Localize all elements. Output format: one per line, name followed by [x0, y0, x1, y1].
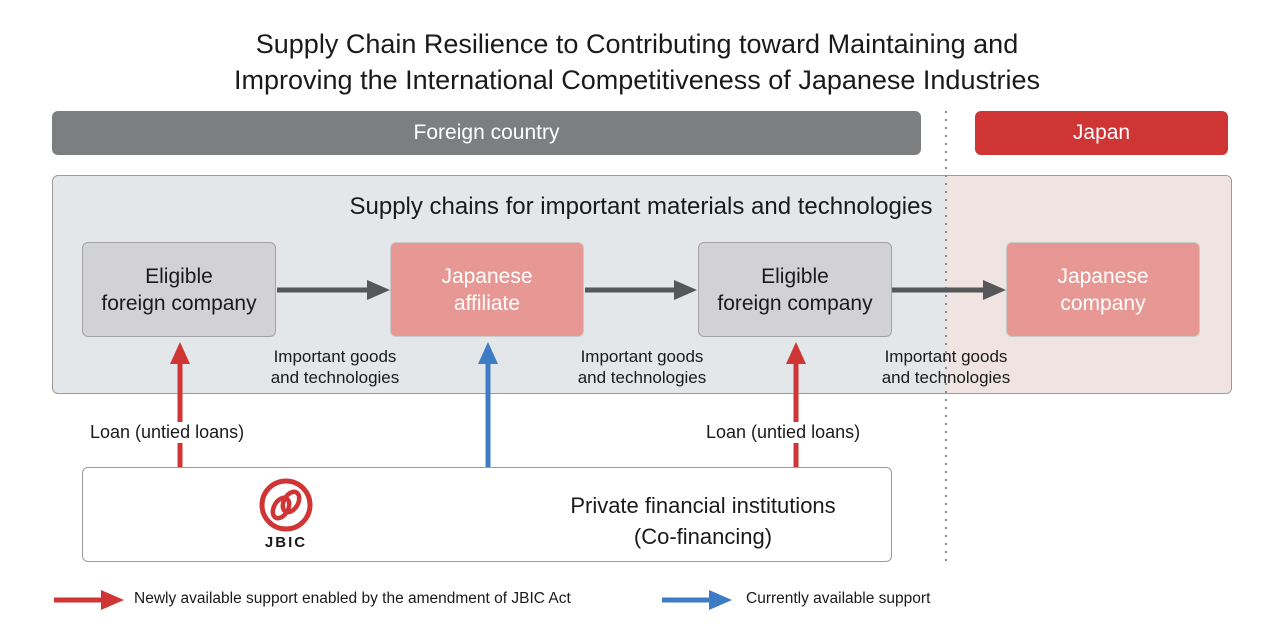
financiers-box: JBIC Private financial institutions (Co-…	[82, 467, 892, 562]
jbic-logo-text: JBIC	[264, 534, 308, 551]
legend-new-support-text: Newly available support enabled by the a…	[134, 590, 571, 607]
jbic-logo: JBIC	[253, 478, 319, 552]
legend-blue-arrow	[662, 590, 732, 610]
title-line-2: Improving the International Competitiven…	[234, 65, 1040, 95]
supply-chain-title: Supply chains for important materials an…	[349, 193, 933, 220]
node-eligible-foreign-company-1: Eligible foreign company	[82, 242, 276, 337]
node-eligible-foreign-company-2: Eligible foreign company	[698, 242, 892, 337]
goods-label-2: Important goods and technologies	[577, 347, 707, 387]
loan-label-1: Loan (untied loans)	[90, 422, 245, 443]
jbic-emblem-icon	[259, 478, 313, 532]
loan-label-2: Loan (untied loans)	[706, 422, 861, 443]
private-financial-institutions-label: Private financial institutions (Co-finan…	[570, 493, 836, 549]
japan-band: Japan	[975, 111, 1228, 155]
node-japanese-company: Japanese company	[1006, 242, 1200, 337]
goods-label-3: Important goods and technologies	[881, 347, 1011, 387]
diagram-title: Supply Chain Resilience to Contributing …	[0, 26, 1274, 98]
foreign-country-band: Foreign country	[52, 111, 921, 155]
legend-current-support-text: Currently available support	[746, 590, 931, 607]
title-line-1: Supply Chain Resilience to Contributing …	[255, 29, 1019, 59]
node-japanese-affiliate: Japanese affiliate	[390, 242, 584, 337]
legend-red-arrow	[54, 590, 124, 610]
goods-label-1: Important goods and technologies	[270, 347, 400, 387]
